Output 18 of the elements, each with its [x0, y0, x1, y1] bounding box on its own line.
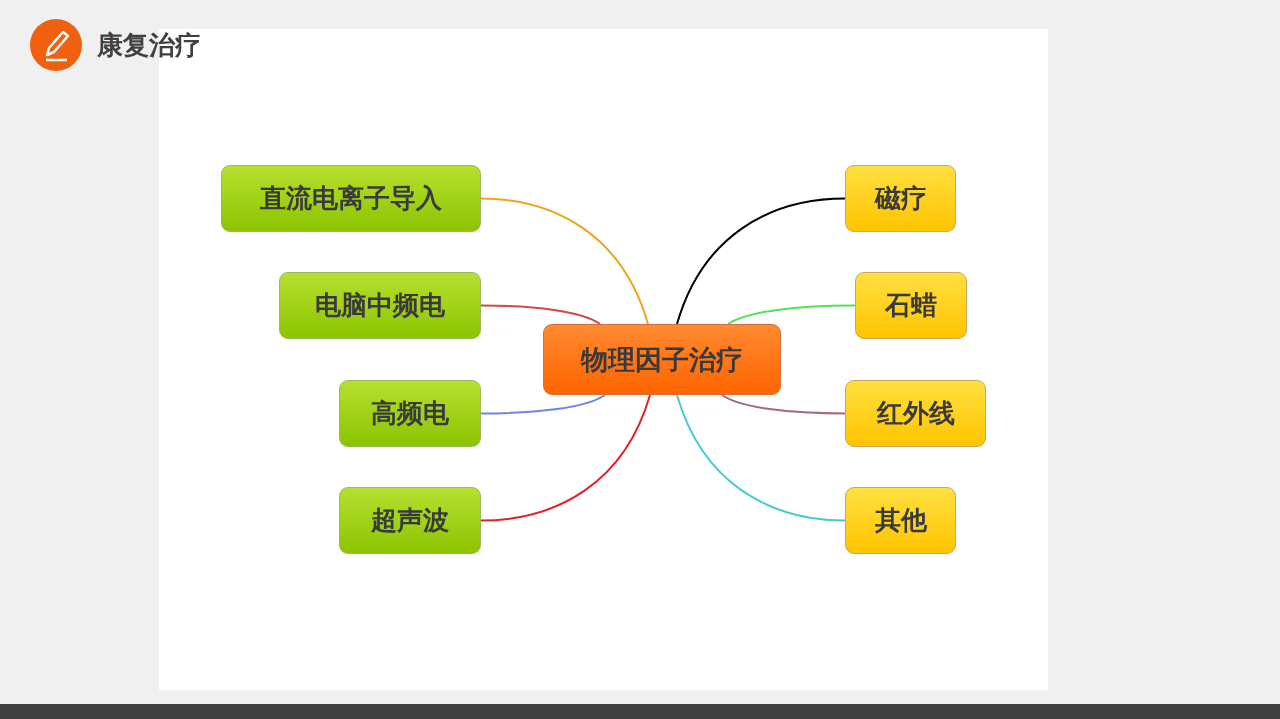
central-topic-box: 物理因子治疗: [543, 324, 781, 395]
topic-box: 电脑中频电: [279, 272, 481, 339]
connector-curve: [721, 394, 846, 415]
connector-curve: [480, 197, 649, 325]
topic-box: 直流电离子导入: [221, 165, 481, 232]
topic-box: 超声波: [339, 487, 481, 554]
connector-curve: [480, 304, 601, 325]
topic-box: 红外线: [845, 380, 986, 447]
slide-title: 康复治疗: [97, 29, 201, 62]
topic-box: 高频电: [339, 380, 481, 447]
topic-box: 石蜡: [855, 272, 967, 339]
topic-box: 磁疗: [845, 165, 956, 232]
connector-curve: [676, 197, 846, 325]
connector-curve: [480, 394, 606, 415]
connector-curve: [676, 394, 846, 522]
connector-curve: [480, 394, 651, 522]
connector-curve: [727, 304, 856, 325]
topic-box: 其他: [845, 487, 956, 554]
